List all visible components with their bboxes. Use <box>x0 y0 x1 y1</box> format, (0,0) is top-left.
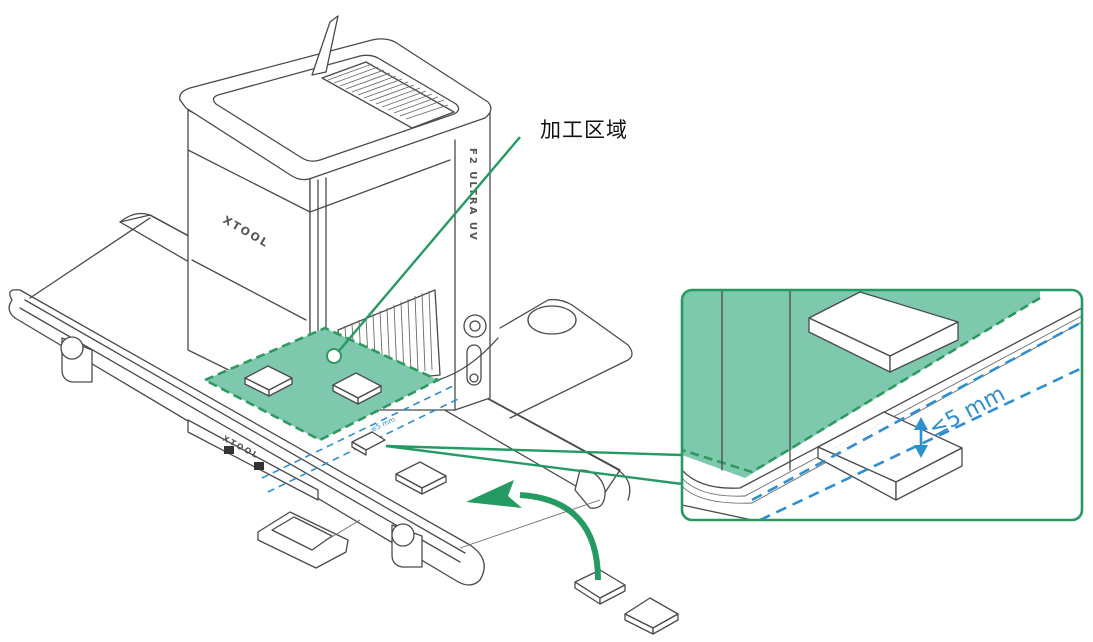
processing-area <box>201 326 441 442</box>
belt-leg-right <box>391 523 423 568</box>
controller-device <box>257 511 361 569</box>
lid-vent-grille <box>321 61 455 129</box>
belt-left-end <box>29 217 151 299</box>
processing-area-label: 加工区域 <box>540 118 628 142</box>
controller-cable <box>329 519 361 539</box>
gap-double-arrow-icon <box>914 417 928 458</box>
machine-crossbar <box>187 149 311 213</box>
controller-screen <box>271 516 333 551</box>
laser-machine: XTOOL F2 ULTRA UV <box>179 15 492 411</box>
cable-coil <box>527 305 577 335</box>
inset-gap-line-lower <box>759 366 1082 520</box>
inset-rail-1 <box>682 307 1082 489</box>
side-module <box>437 298 633 419</box>
feed-arrow <box>466 480 601 581</box>
gap-detail-inset: ≤5 mm <box>680 288 1084 522</box>
port-icon <box>254 462 264 470</box>
workpiece-under-gap <box>351 431 386 456</box>
workpiece-queue-2 <box>624 597 679 635</box>
processing-area-outline <box>201 326 441 442</box>
inset-rail-3 <box>682 321 1082 504</box>
workpiece-1 <box>244 365 293 397</box>
machine-crossbar-2 <box>191 259 307 321</box>
belt-rail-inner-line <box>24 299 466 554</box>
feed-arrow-curve <box>519 492 601 581</box>
belt-leg-left <box>60 336 93 383</box>
inset-leader-bottom <box>385 444 683 486</box>
workpiece-queue-1 <box>574 569 626 605</box>
cable <box>437 337 499 381</box>
belt-right-end <box>459 499 601 549</box>
belt-rail-inner-line-2 <box>19 307 461 563</box>
inset-area-outline <box>682 296 1041 474</box>
processing-area-anchor-dot <box>326 348 342 364</box>
inset-border <box>680 288 1084 522</box>
inset-workpiece-gap <box>817 411 963 501</box>
belt-front-rail <box>8 289 485 586</box>
inset-rail-2 <box>682 315 1082 497</box>
workpiece-belt-1 <box>395 461 447 495</box>
machine-top-lid <box>179 38 492 181</box>
inset-gap-line-upper <box>751 320 1082 502</box>
feed-arrow-head-icon <box>466 480 522 508</box>
power-switch-icon <box>224 446 234 454</box>
inset-leader-top <box>385 444 683 457</box>
side-module-outline <box>499 298 633 419</box>
button-icon <box>469 373 479 383</box>
machine-crossbar-3 <box>309 159 451 213</box>
processing-area-leader <box>337 136 521 353</box>
workpiece-2 <box>332 372 382 405</box>
inset-belt-edge <box>682 504 753 520</box>
control-knob-center <box>469 320 481 332</box>
lid-window <box>212 54 460 162</box>
inset-workpiece-top <box>808 291 959 373</box>
lid-handle <box>311 15 339 76</box>
